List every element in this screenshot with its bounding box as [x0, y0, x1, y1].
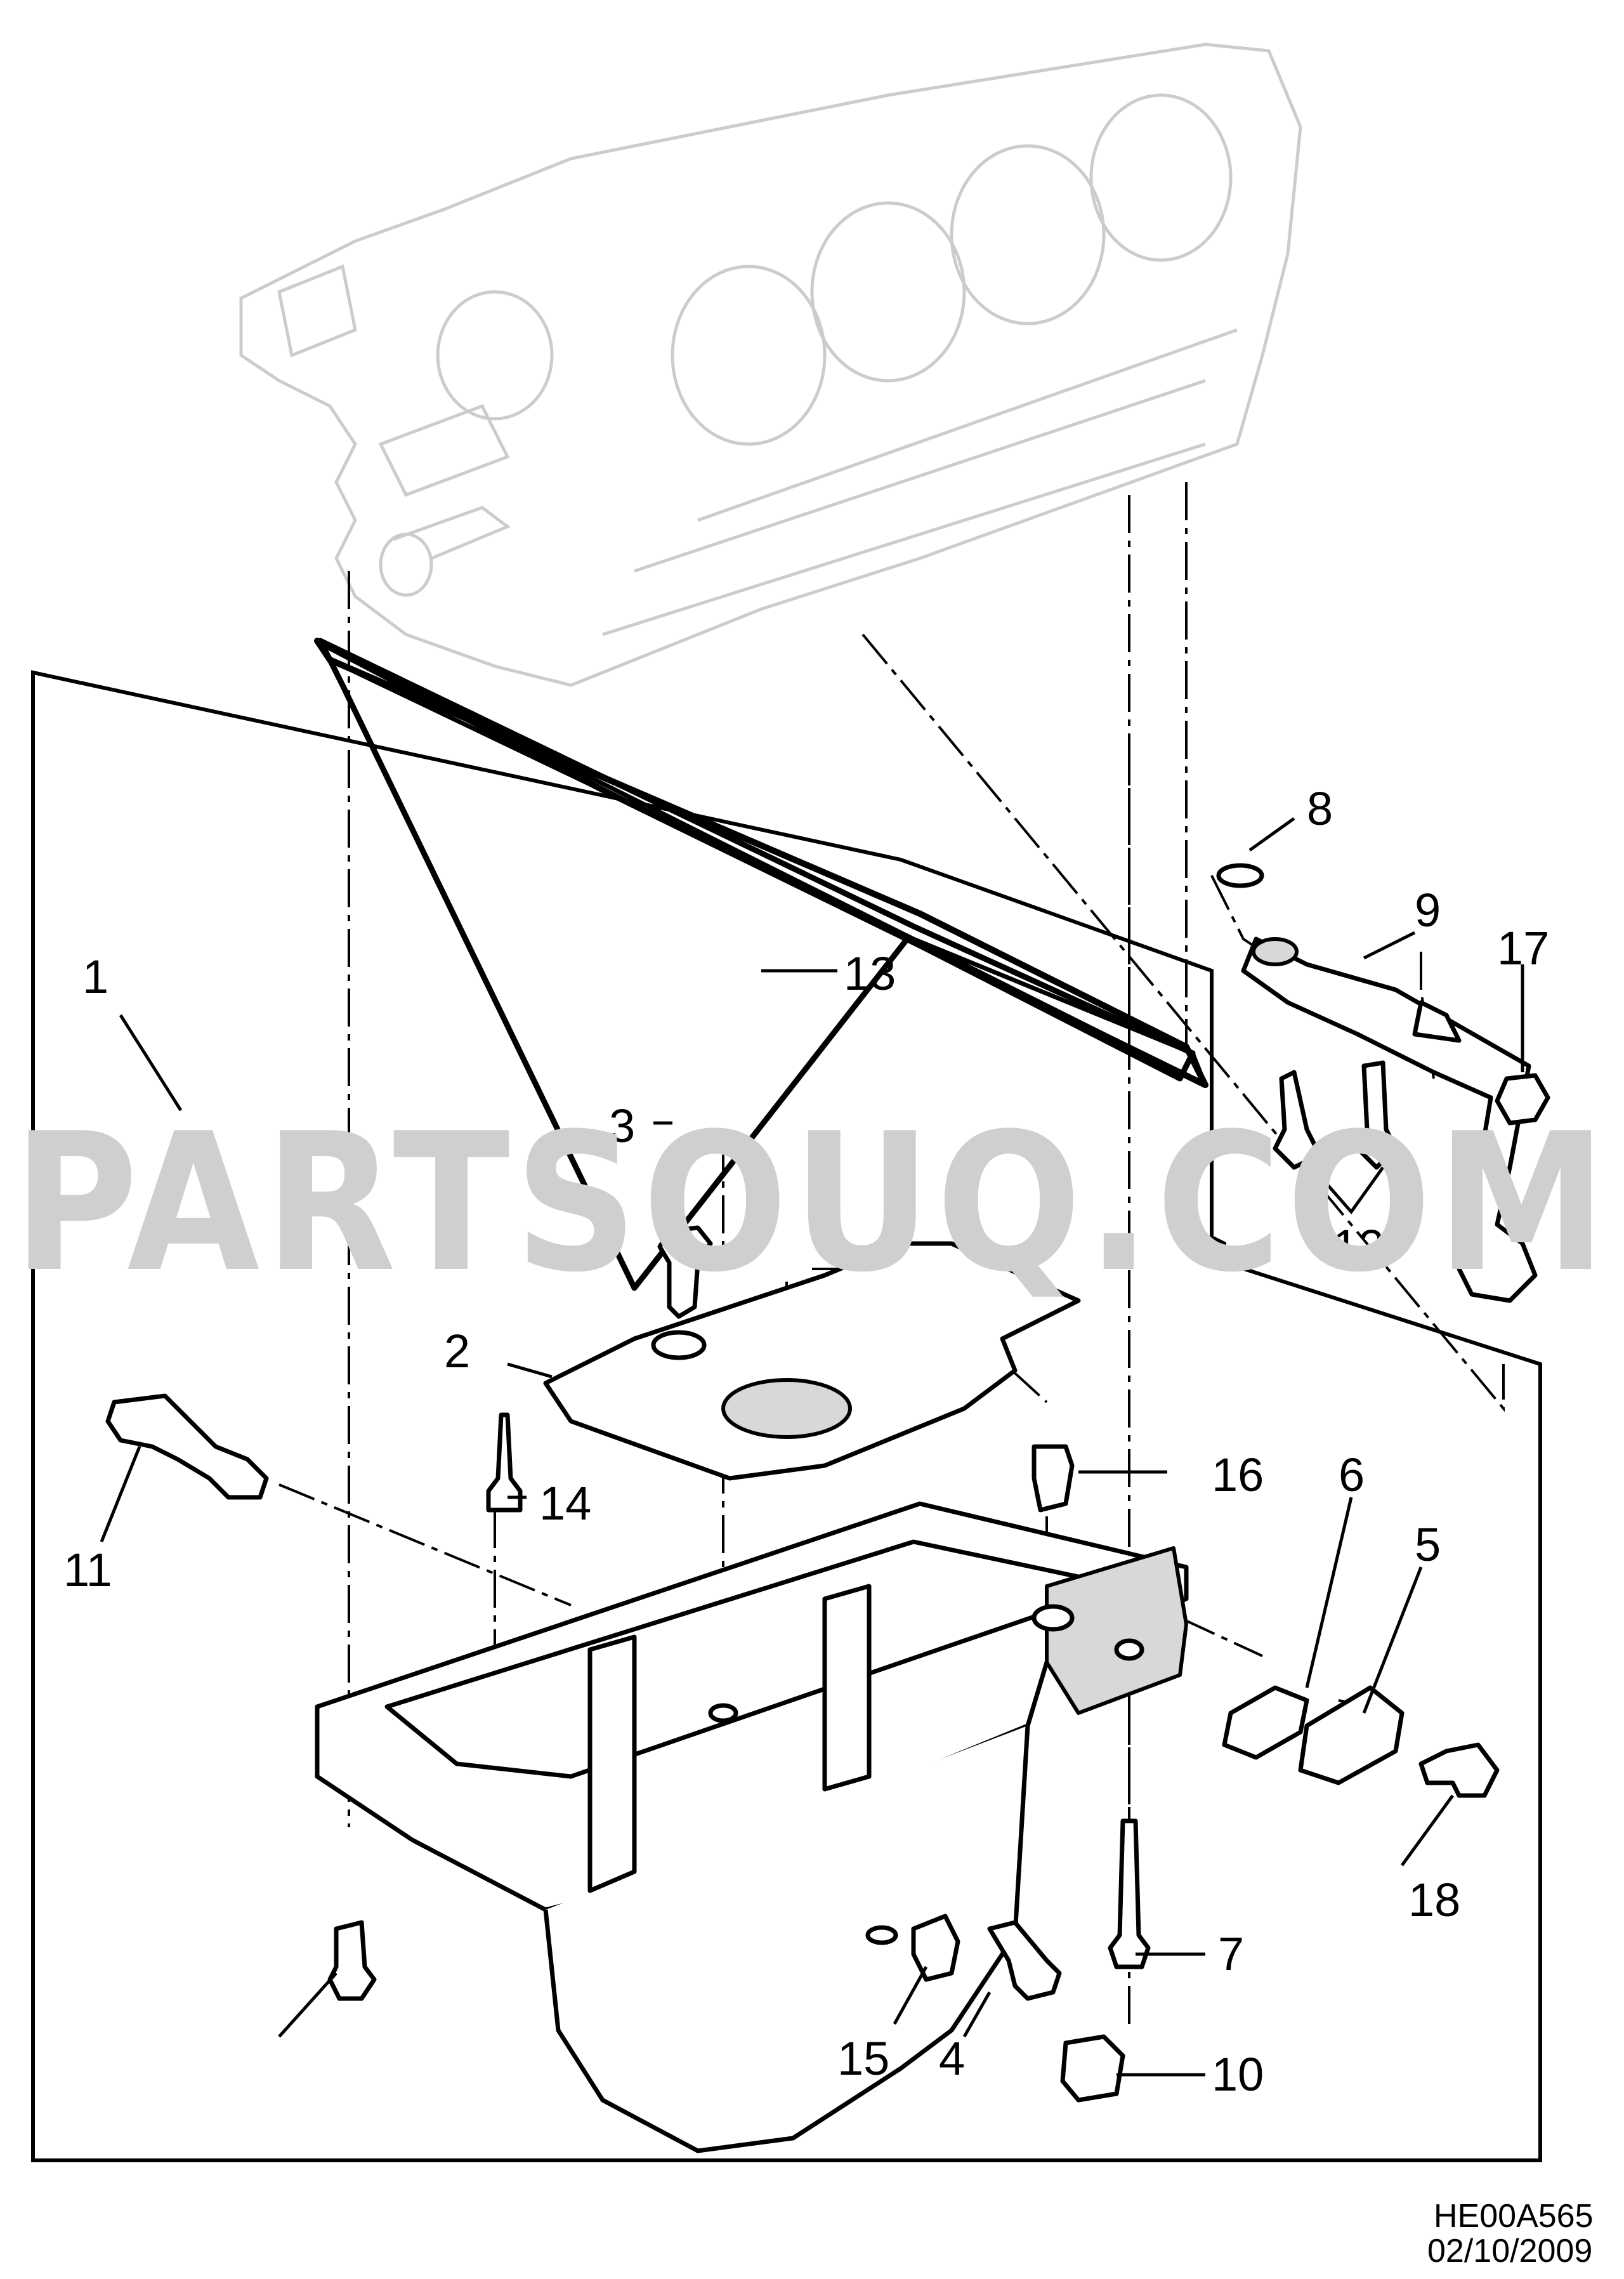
callout-6: 6	[1339, 1448, 1365, 1501]
callout-3: 3	[609, 1100, 635, 1152]
engine-block-outline	[239, 43, 1302, 687]
baffle-bolt	[657, 1225, 713, 1319]
oil-pan-baffle	[543, 1241, 1081, 1481]
cover-plate	[1298, 1685, 1405, 1785]
dowel-pin	[486, 1412, 523, 1513]
callout-12: 12	[1332, 1220, 1384, 1273]
callout-5: 5	[1415, 1518, 1441, 1571]
callout-13: 13	[844, 947, 896, 1000]
cover-gasket	[1222, 1685, 1309, 1760]
plug-washer	[865, 1925, 898, 1945]
callout-4: 4	[939, 2032, 965, 2085]
oil-pan-gasket	[314, 638, 1208, 1291]
threaded-plug	[911, 1914, 960, 1982]
tube-bolt-right	[1355, 1060, 1398, 1170]
callout-9: 9	[1415, 884, 1441, 936]
baffle-opening	[721, 1378, 852, 1439]
callout-11: 11	[63, 1544, 112, 1596]
dipstick-tube	[1241, 936, 1538, 1303]
drawing-date: 02/10/2009	[1427, 2233, 1592, 2269]
callout-14: 14	[539, 1477, 591, 1530]
callout-10: 10	[1212, 2048, 1264, 2101]
callout-18: 18	[1408, 1874, 1460, 1926]
drawing-code: HE00A565	[1434, 2198, 1594, 2235]
drain-plug	[1060, 2034, 1125, 2103]
baffle-hole	[651, 1330, 707, 1360]
oil-plug	[1031, 1444, 1075, 1513]
long-bolt	[1108, 1818, 1151, 1969]
callout-15: 15	[837, 2032, 889, 2085]
callout-16: 16	[1212, 1448, 1264, 1501]
callout-1: 1	[82, 950, 108, 1003]
kit-frame	[31, 670, 1542, 2162]
pan-bolt	[327, 1920, 377, 2001]
flange-nut	[1495, 1073, 1550, 1126]
callout-8: 8	[1307, 782, 1333, 835]
callout-17: 17	[1497, 922, 1549, 975]
callout-2: 2	[444, 1325, 470, 1377]
callout-7: 7	[1218, 1928, 1244, 1980]
cover-bolt	[1418, 1742, 1500, 1798]
watermark: PARTSOUQ.COM	[13, 1093, 1611, 1314]
oil-pan	[315, 1501, 1189, 2153]
oil-level-sensor	[105, 1393, 269, 1500]
callout-leaders	[100, 817, 1524, 2077]
callout-labels: 1 2 3 4 5 6 7 8 9 10 11 12 13 14 15 16 1…	[63, 782, 1549, 2101]
o-ring	[1216, 863, 1264, 888]
drain-bolt	[987, 1920, 1062, 2001]
